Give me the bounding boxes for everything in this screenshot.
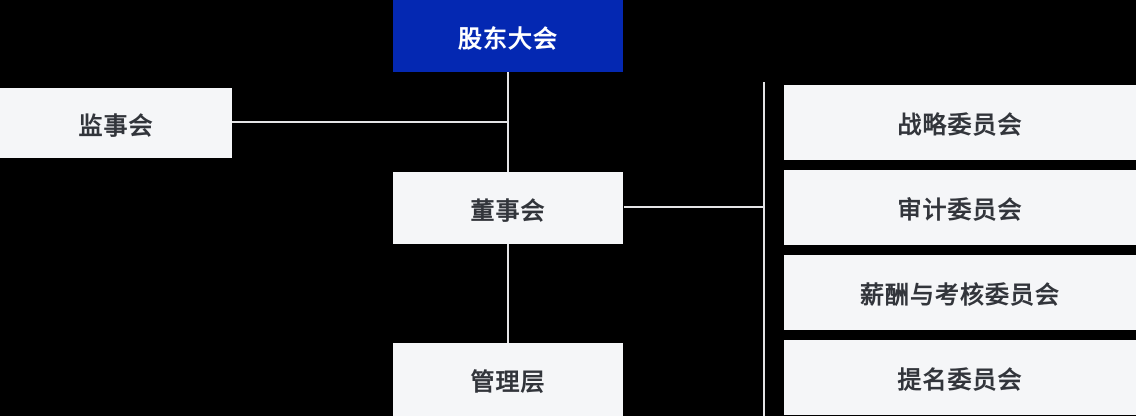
node-strategy-committee: 战略委员会 [784, 85, 1136, 160]
node-management: 管理层 [393, 343, 623, 416]
connector-committees-trunk [763, 82, 765, 416]
node-shareholders-meeting: 股东大会 [393, 0, 623, 72]
node-board-of-directors: 董事会 [393, 172, 623, 244]
connector-board-to-committees [624, 206, 764, 208]
connector-shareholders-to-board [507, 72, 509, 172]
node-nomination-committee: 提名委员会 [784, 340, 1136, 415]
node-audit-committee: 审计委员会 [784, 170, 1136, 245]
node-compensation-assessment-committee: 薪酬与考核委员会 [784, 255, 1136, 330]
connector-supervisory-to-trunk [232, 121, 508, 123]
node-supervisory-board: 监事会 [0, 88, 232, 158]
connector-board-to-management [507, 244, 509, 343]
